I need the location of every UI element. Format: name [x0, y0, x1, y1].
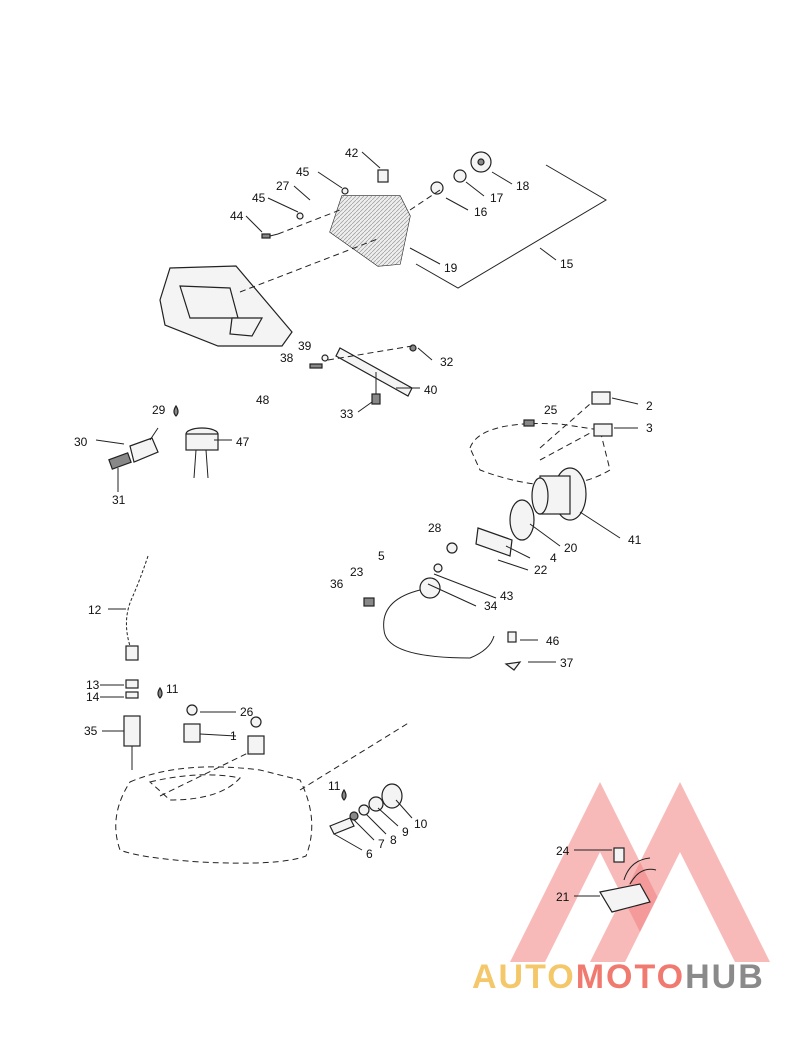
callout-23: 23	[350, 565, 364, 579]
callout-14: 14	[86, 690, 100, 704]
callout-44: 44	[230, 209, 244, 223]
callout-19: 19	[444, 261, 458, 275]
callout-35: 35	[84, 724, 98, 738]
dashboard-cover	[159, 265, 293, 347]
callout-33: 33	[340, 407, 354, 421]
callout-30: 30	[74, 435, 88, 449]
callout-47: 47	[236, 435, 250, 449]
harness-12	[123, 555, 163, 770]
watermark-hub: HUB	[685, 958, 765, 996]
callout-5: 5	[378, 549, 385, 563]
callout-46: 46	[546, 634, 560, 648]
callout-43: 43	[500, 589, 514, 603]
callout-16: 16	[474, 205, 488, 219]
regulator	[599, 847, 657, 913]
callout-12: 12	[88, 603, 102, 617]
callout-48: 48	[256, 393, 270, 407]
callout-28: 28	[428, 521, 442, 535]
watermark-logo	[510, 782, 770, 962]
watermark-auto: AUTO	[472, 958, 576, 996]
hull-outline	[115, 766, 313, 864]
ignition-switch	[329, 783, 403, 835]
callout-15: 15	[560, 257, 574, 271]
callout-32: 32	[440, 355, 454, 369]
screw-46	[504, 631, 522, 671]
svg-text:AUTOMOTOHUB: AUTOMOTOHUB	[472, 958, 765, 996]
callout-labels: 42 45 27 45 44 18 17 16 19 15 39 38 32 4…	[74, 146, 653, 904]
callout-10: 10	[414, 817, 428, 831]
callout-6: 6	[366, 847, 373, 861]
fuel-sensor	[108, 427, 159, 470]
callout-13: 13	[86, 678, 100, 692]
callout-42: 42	[345, 146, 359, 160]
callout-17: 17	[490, 191, 504, 205]
switches	[183, 704, 265, 755]
callout-40: 40	[424, 383, 438, 397]
callout-7: 7	[378, 837, 385, 851]
watermark-moto: MOTO	[576, 958, 685, 996]
gauge-41	[469, 391, 613, 557]
housing-fasteners	[261, 151, 492, 239]
callout-8: 8	[390, 833, 397, 847]
gauge-housing	[329, 169, 411, 267]
callout-45a: 45	[296, 165, 310, 179]
callout-38: 38	[280, 351, 294, 365]
callout-22: 22	[534, 563, 548, 577]
callout-37: 37	[560, 656, 574, 670]
callout-18: 18	[516, 179, 530, 193]
callout-24: 24	[556, 844, 570, 858]
callout-2: 2	[646, 399, 653, 413]
bracket	[309, 344, 417, 405]
callout-4: 4	[550, 551, 557, 565]
sensor-cable	[363, 542, 495, 659]
callout-leaders	[95, 151, 639, 897]
watermark-text: AUTOMOTOHUB	[472, 958, 765, 996]
gauge-47	[173, 404, 219, 479]
callout-29: 29	[152, 403, 166, 417]
callout-21: 21	[556, 890, 570, 904]
callout-26: 26	[240, 705, 254, 719]
callout-11b: 11	[328, 779, 341, 793]
callout-25: 25	[544, 403, 558, 417]
callout-39: 39	[298, 339, 312, 353]
callout-9: 9	[402, 825, 409, 839]
callout-34: 34	[484, 599, 498, 613]
callout-11a: 11	[166, 682, 179, 696]
callout-45b: 45	[252, 191, 266, 205]
callout-1: 1	[230, 729, 237, 743]
callout-41: 41	[628, 533, 642, 547]
callout-20: 20	[564, 541, 578, 555]
callout-27: 27	[276, 179, 290, 193]
callout-3: 3	[646, 421, 653, 435]
callout-31: 31	[112, 493, 126, 507]
callout-36: 36	[330, 577, 344, 591]
